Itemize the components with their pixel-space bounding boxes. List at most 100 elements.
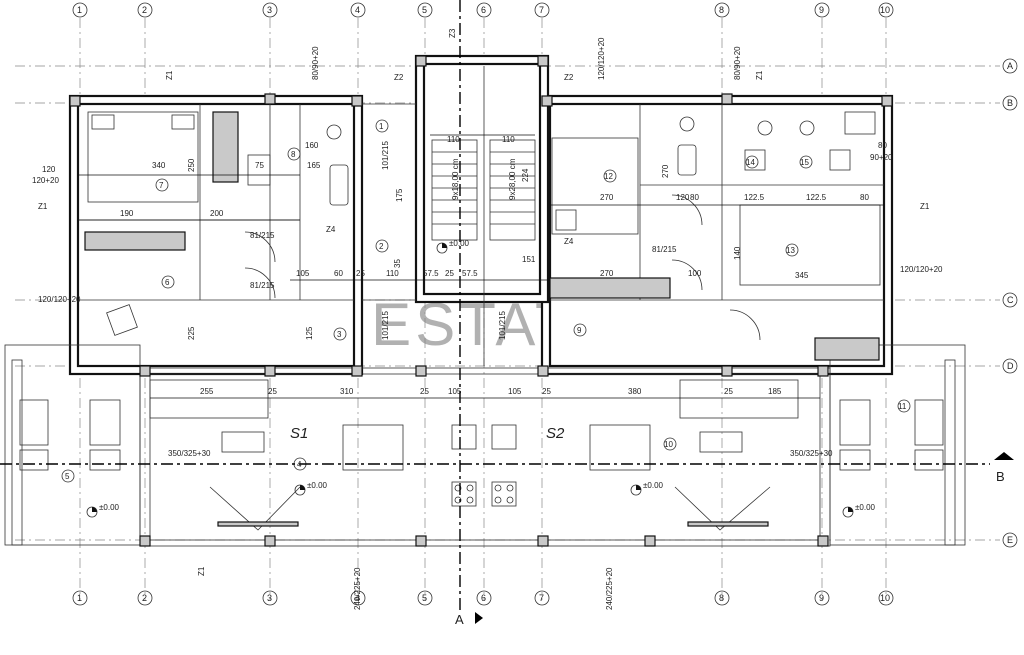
- opening-label: 81/215: [250, 281, 275, 290]
- grid-label: 9: [819, 593, 824, 603]
- dim-label: 160: [305, 141, 319, 150]
- dim-label: 165: [307, 161, 321, 170]
- dim-label: 80: [860, 193, 869, 202]
- wall-tag: Z1: [165, 70, 174, 80]
- wall-tag: Z2: [564, 73, 574, 82]
- grid-label: D: [1007, 361, 1014, 371]
- room-number: 12: [604, 172, 613, 181]
- room-number: 15: [800, 158, 809, 167]
- dim-label: 225: [187, 326, 196, 340]
- dim-label: 75: [255, 161, 264, 170]
- grid-label: A: [1007, 61, 1013, 71]
- dim-label: 90+20: [870, 153, 893, 162]
- grid-label: 7: [539, 5, 544, 15]
- dim-label: 25: [356, 269, 365, 278]
- grid-label: 10: [880, 593, 890, 603]
- dim-label: 60: [334, 269, 343, 278]
- wall-tag: Z4: [564, 237, 574, 246]
- unit-label-s1: S1: [290, 425, 308, 442]
- grid-label: 3: [267, 5, 272, 15]
- dim-label: 57.5: [423, 269, 439, 278]
- dim-label: 110: [447, 135, 460, 144]
- dim-label: 122.5: [806, 193, 827, 202]
- grid-label: 4: [355, 593, 360, 603]
- grid-label: 3: [267, 593, 272, 603]
- section-mark-b: B: [996, 469, 1005, 484]
- grid-label: 6: [481, 593, 486, 603]
- room-number: 7: [159, 181, 164, 190]
- dim-label: 270: [661, 164, 670, 178]
- dim-label: 255: [200, 387, 214, 396]
- dim-label: 120+20: [32, 176, 59, 185]
- wall-tag: Z1: [755, 70, 764, 80]
- opening-label: 350/325+30: [168, 449, 211, 458]
- grid-label: 2: [142, 5, 147, 15]
- wall-tags: Z1 Z1 Z1 Z1 Z1 Z2 Z2 Z3 Z4 Z4: [38, 28, 930, 576]
- interior-walls: [78, 66, 884, 366]
- dim-label: 270: [600, 193, 614, 202]
- dim-label: 25: [724, 387, 733, 396]
- elevation-marker: ±0.00: [99, 503, 120, 512]
- dim-label: 310: [340, 387, 354, 396]
- unit-label-s2: S2: [546, 425, 565, 442]
- desk: [106, 304, 138, 336]
- wall-tag: Z4: [326, 225, 336, 234]
- room-number: 1: [379, 122, 384, 131]
- dim-label: 250: [187, 158, 196, 172]
- opening-label: 101/215: [498, 311, 507, 340]
- grid-label: 1: [77, 5, 82, 15]
- dim-label: 35: [393, 259, 402, 268]
- dim-label: 25: [542, 387, 551, 396]
- dim-label: 185: [768, 387, 782, 396]
- dim-label: 270: [600, 269, 614, 278]
- section-mark-a: A: [455, 612, 464, 627]
- grid-label: 9: [819, 5, 824, 15]
- dim-label: 80: [690, 193, 699, 202]
- dim-label: 190: [120, 209, 134, 218]
- exterior-walls: [4, 54, 966, 547]
- bathroom-fixtures: [247, 111, 876, 206]
- dim-label: 120: [676, 193, 690, 202]
- dim-label: 125: [305, 326, 314, 340]
- stair-label: 9x18,00 cm: [451, 158, 460, 200]
- dim-label: 105: [448, 387, 462, 396]
- opening-label: 120/120+20: [597, 37, 606, 80]
- grid-label: 8: [719, 5, 724, 15]
- section-lines: A B: [0, 0, 1014, 627]
- grid-label: E: [1007, 535, 1013, 545]
- dim-label: 57.5: [462, 269, 478, 278]
- dim-label: 380: [628, 387, 642, 396]
- dim-label: 25: [445, 269, 454, 278]
- unit-labels: S1 S2: [290, 425, 565, 442]
- opening-label: 240/225+20: [353, 567, 362, 610]
- room-number: 10: [664, 440, 673, 449]
- opening-label: 80/90+20: [311, 46, 320, 80]
- wall-tag: Z2: [394, 73, 404, 82]
- dim-label: 175: [395, 188, 404, 202]
- wall-tag: Z3: [448, 28, 457, 38]
- opening-label: 120/120+20: [900, 265, 943, 274]
- grid-label: 5: [422, 593, 427, 603]
- room-number: 6: [165, 278, 170, 287]
- stair-label: 9x28,00 cm: [508, 158, 517, 200]
- grid-column-labels-top: 1 2 3 4 5 6 7 8 9 10: [72, 2, 894, 18]
- dim-label: 120: [42, 165, 56, 174]
- dim-label: 110: [386, 269, 399, 278]
- room-number: 11: [898, 402, 907, 411]
- opening-label: 101/215: [381, 311, 390, 340]
- elevation-markers: ±0.00 ±0.00 ±0.00 ±0.00 ±0.00: [86, 239, 876, 518]
- wall-tag: Z1: [197, 566, 206, 576]
- dimension-labels: 340 190 200 75 165 160 110 110 270 120 8…: [32, 135, 893, 396]
- opening-label: 81/215: [652, 245, 677, 254]
- grid-label: C: [1007, 295, 1014, 305]
- dim-label: 122.5: [744, 193, 765, 202]
- dim-label: 224: [521, 168, 530, 182]
- grid-label: 2: [142, 593, 147, 603]
- dim-label: 105: [296, 269, 310, 278]
- dim-label: 140: [733, 246, 742, 260]
- room-number: 2: [379, 242, 384, 251]
- opening-label: 101/215: [381, 141, 390, 170]
- opening-label: 120/120+20: [38, 295, 81, 304]
- opening-label: 240/225+20: [605, 567, 614, 610]
- room-number: 5: [65, 472, 70, 481]
